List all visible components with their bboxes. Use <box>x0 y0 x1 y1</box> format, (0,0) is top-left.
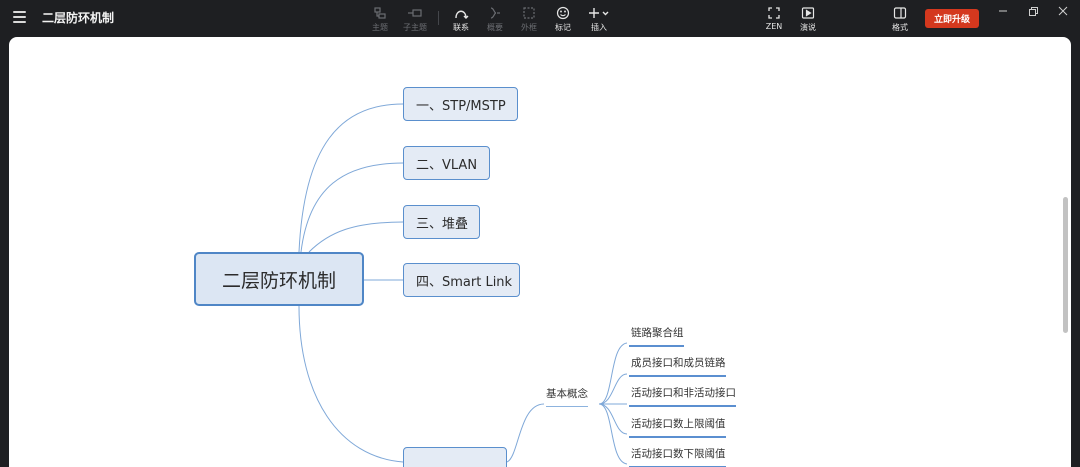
relation-icon <box>441 5 481 20</box>
present-button[interactable]: 演说 <box>788 5 828 33</box>
subtopic-label: 子主题 <box>403 23 427 32</box>
branch-vlan[interactable]: 二、VLAN <box>403 146 490 180</box>
close-icon[interactable] <box>1056 3 1070 16</box>
smiley-icon <box>543 5 583 20</box>
panel-icon <box>880 5 920 20</box>
fullscreen-icon <box>754 5 794 20</box>
summary-button[interactable]: 概要 <box>475 5 515 33</box>
menu-icon[interactable] <box>13 11 26 23</box>
plus-icon <box>579 5 619 20</box>
play-icon <box>788 5 828 20</box>
leaf-topic[interactable]: 活动接口数下限阈值 <box>629 446 726 467</box>
zen-label: ZEN <box>765 22 783 31</box>
format-button[interactable]: 格式 <box>880 5 920 33</box>
boundary-button[interactable]: 外框 <box>509 5 549 33</box>
minimize-icon[interactable] <box>996 3 1010 15</box>
sub-topic-basic-concepts[interactable]: 基本概念 <box>546 386 588 407</box>
document-title: 二层防环机制 <box>42 11 115 25</box>
topic-label: 主题 <box>372 23 388 32</box>
upgrade-button[interactable]: 立即升级 <box>925 9 979 28</box>
zen-button[interactable]: ZEN <box>754 5 794 31</box>
root-topic[interactable]: 二层防环机制 <box>194 252 364 306</box>
branch-connectors <box>298 103 628 465</box>
branch-stack[interactable]: 三、堆叠 <box>403 205 480 239</box>
leaf-topic[interactable]: 活动接口数上限阈值 <box>629 416 726 438</box>
leaf-topic[interactable]: 活动接口和非活动接口 <box>629 385 736 407</box>
leaf-topic[interactable]: 链路聚合组 <box>629 325 684 347</box>
subtopic-button[interactable]: 子主题 <box>395 5 435 33</box>
summary-icon <box>475 5 515 20</box>
leaf-topic[interactable]: 成员接口和成员链路 <box>629 355 726 377</box>
present-label: 演说 <box>800 23 816 32</box>
toolbar-divider <box>438 11 439 25</box>
relation-button[interactable]: 联系 <box>441 5 481 33</box>
branch-smart-link[interactable]: 四、Smart Link <box>403 263 520 297</box>
vertical-scrollbar[interactable] <box>1063 197 1068 333</box>
restore-icon[interactable] <box>1026 3 1040 16</box>
format-label: 格式 <box>892 23 908 32</box>
branch-partial[interactable] <box>403 447 507 467</box>
marker-label: 标记 <box>555 23 571 32</box>
summary-label: 概要 <box>487 23 503 32</box>
marker-button[interactable]: 标记 <box>543 5 583 33</box>
insert-label: 插入 <box>591 23 607 32</box>
top-toolbar: 二层防环机制 主题 子主题 联系 概要 外框 标记 <box>0 0 1080 37</box>
topic-button[interactable]: 主题 <box>360 5 400 33</box>
mindmap-canvas[interactable]: 二层防环机制 一、STP/MSTP 二、VLAN 三、堆叠 四、Smart Li… <box>9 37 1071 467</box>
insert-button[interactable]: 插入 <box>579 5 619 33</box>
boundary-label: 外框 <box>521 23 537 32</box>
boundary-icon <box>509 5 549 20</box>
branch-stp-mstp[interactable]: 一、STP/MSTP <box>403 87 518 121</box>
subtopic-icon <box>395 5 435 20</box>
relation-label: 联系 <box>453 23 469 32</box>
topic-icon <box>360 5 400 20</box>
